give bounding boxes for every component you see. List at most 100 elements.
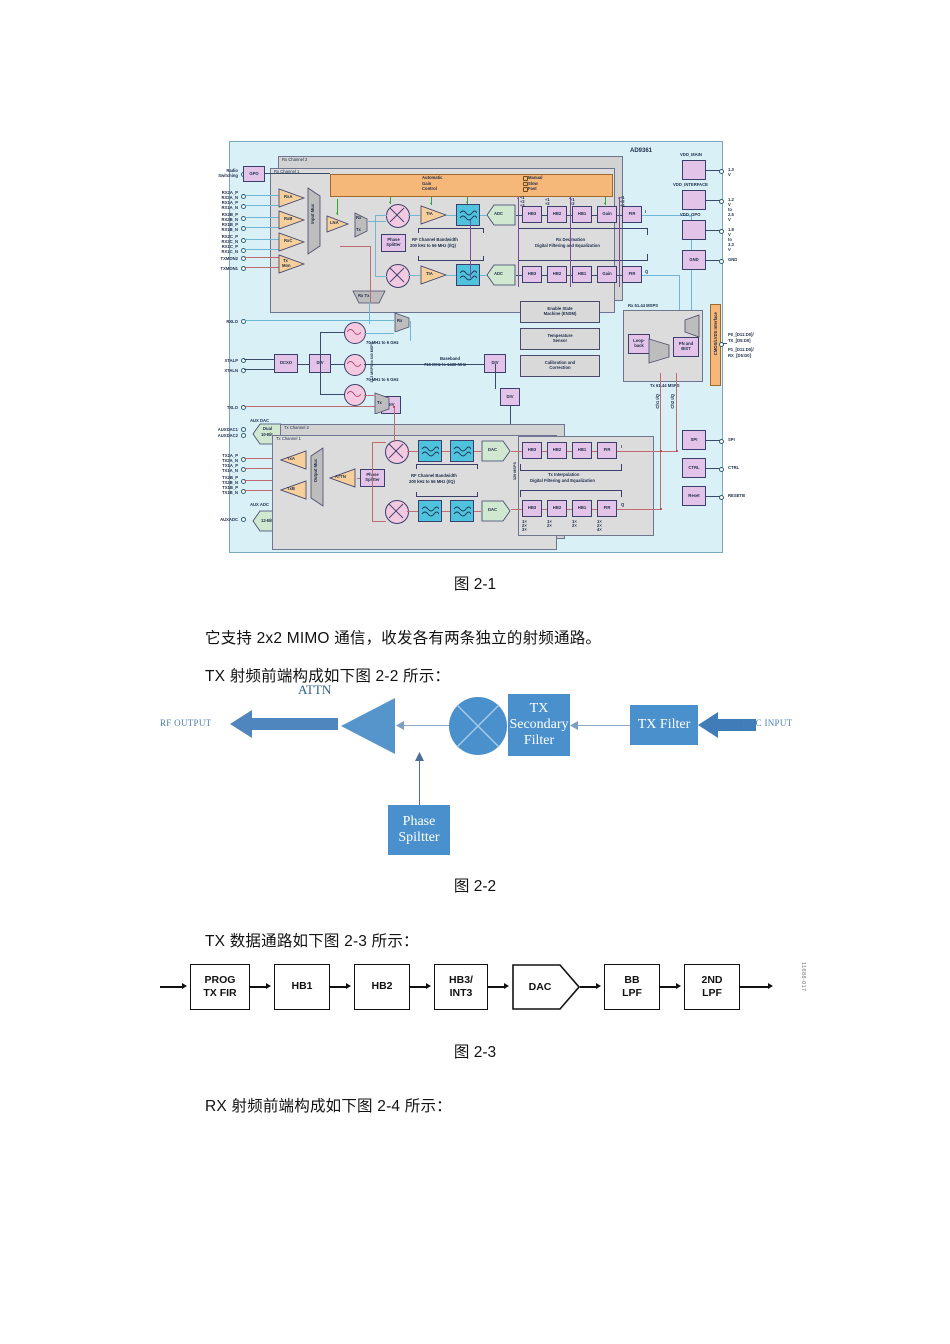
- rx-rf-bandwidth-label-1: RF Channel Bandwidth: [412, 237, 458, 242]
- wire-tx-hb3-hb2-q: [542, 508, 547, 510]
- agc-arrow-lpf-i-line: [467, 197, 468, 204]
- wire-dcxo-div: [298, 363, 309, 365]
- pin-rx2a-n: RX2A_N: [221, 195, 238, 200]
- gpo-block: GPO: [243, 166, 265, 182]
- right-label-resetb: RESETB: [728, 493, 745, 498]
- tx-hb2-ratios: 1×2×: [547, 519, 552, 529]
- arrow-mixer-to-attn-icon: [396, 721, 404, 730]
- vdd-interface-block: [682, 190, 706, 210]
- rx-ctrl-arrow-1-icon: [516, 197, 519, 199]
- pin-xtaln: XTALN: [224, 368, 238, 373]
- wire-tx-lpf1-lpf2-q: [442, 510, 450, 512]
- tx-secondary-filter-line-1: TX: [529, 700, 549, 716]
- rx-tx-mux-upper: [354, 212, 368, 238]
- hb3-int3-line-1: HB3/: [449, 973, 473, 986]
- wire-tx-mix-lpf-q: [407, 510, 418, 512]
- tx-mon-label-2: Mon: [282, 263, 291, 268]
- ensm-block: Enable State Machine (ENSM): [520, 301, 600, 323]
- tx-vco-sine-icon: [347, 391, 361, 397]
- fig23-line-6: [660, 986, 678, 988]
- fig23-arrow-5-icon: [596, 982, 601, 989]
- paragraph-mimo: 它支持 2x2 MIMO 通信，收发各有两条独立的射频通路。: [205, 629, 602, 647]
- tx-hb2-i-block: HB2: [547, 442, 567, 459]
- wire-gnd: [706, 259, 720, 261]
- lna-amplifier-icon: [326, 215, 350, 233]
- tx-lpf2-q-filter-icon: [453, 506, 471, 517]
- agc-arrow-gain-i-icon: [603, 202, 606, 204]
- loopback-label-2: back: [634, 343, 644, 348]
- wire-tx-dac-hb3-i: [511, 450, 522, 452]
- vdd-gpo-block: [682, 220, 706, 240]
- fig23-line-in: [160, 986, 184, 988]
- baseband-label-2: 715 MHz to 1430 MHz: [424, 362, 467, 367]
- wire-tia-lpf-q: [446, 274, 456, 276]
- pin-node-auxadc: [241, 517, 246, 522]
- second-lpf-line-1: 2ND: [701, 973, 723, 986]
- tx-mux-label: Tx: [356, 227, 361, 232]
- vdd-gpo-label: VDD_GPO: [680, 212, 701, 217]
- hb1-block: HB1: [274, 964, 330, 1010]
- tx-lo-mux: [374, 392, 390, 414]
- agc-radio-fast-icon[interactable]: [523, 187, 528, 192]
- aux-adc-label: 12-Bit: [261, 518, 273, 523]
- agc-radio-manual-icon[interactable]: [523, 176, 528, 181]
- attn-label: ATTN: [298, 682, 332, 697]
- pin-node-rx2b: [241, 216, 246, 221]
- rf-output-label: RF OUTPUT: [160, 718, 212, 728]
- ctrl-block: CTRL: [682, 458, 706, 478]
- tx-rf-bandwidth-label-1: RF Channel Bandwidth: [411, 473, 457, 478]
- wire-rx-ps-mix-i: [375, 215, 387, 216]
- agc-to-lna-arrow-icon: [335, 212, 338, 214]
- tx-hb3-ratios: 1×2×3×: [522, 519, 527, 533]
- input-mux-block: [307, 187, 321, 255]
- fig23-line-1: [250, 986, 268, 988]
- tx-fir-q-block: FIR: [597, 500, 617, 517]
- rx-ctrl-arrow-3-icon: [617, 197, 620, 199]
- pin-rxlo: RXLO: [226, 319, 238, 324]
- wire-txlo: [244, 406, 392, 408]
- wire-rxtxmux-down: [369, 302, 370, 324]
- pin-rx1a-n: RX1A_N: [221, 205, 238, 210]
- wire-vdd-gpo: [706, 229, 720, 231]
- pin-node-reset: [719, 494, 724, 500]
- wire-div-rxvco: [320, 332, 344, 333]
- wire-adc-hb3-i: [516, 214, 522, 216]
- junction-dot-tx-i2: [675, 449, 678, 452]
- rx-tx-mux-lower: [352, 290, 386, 304]
- prog-tx-fir-line-1: PROG: [204, 973, 236, 986]
- tx-fir-ratios: 1×2×4×: [597, 519, 602, 533]
- tx-dac-q-label: DAC: [488, 507, 498, 512]
- tx-rf-bandwidth-label-2: 200 kHz to 56 MHz (I/Q): [409, 478, 455, 484]
- rx-hb1-i-block: HB1: [572, 206, 592, 223]
- rx-mixer-i-cross: [389, 207, 405, 223]
- tx-bw-brace-bottom: [416, 492, 478, 497]
- wire-div-vco: [331, 363, 344, 365]
- paragraph-rx-frontend: RX 射频前端构成如下图 2-4 所示：: [205, 1097, 452, 1115]
- pin-rx1b-p: RX1B_P: [221, 222, 238, 227]
- msps-adc-label: 11.2 MSPS to 640 MSPS: [370, 342, 374, 383]
- wire-tx-ps-mix-i: [372, 442, 386, 443]
- dac-input-arrow-icon: [698, 712, 756, 738]
- figure-2-3-caption: 图 2-3: [453, 1044, 497, 1061]
- right-label-1v8-3v3: 1.8 V to 3.3 V: [728, 227, 734, 252]
- spi-block: SPI: [682, 430, 706, 450]
- rx-mixer-q-cross: [389, 267, 405, 283]
- rx-tia-q-label: TIA: [426, 271, 433, 276]
- arrow-phasesplitter-to-mixer-icon: [415, 752, 424, 761]
- agc-label-3: Control: [422, 186, 437, 191]
- wire-hb3-hb2-i: [542, 214, 547, 216]
- txa-amplifier-icon: [280, 450, 307, 470]
- rx-lpf-q-block: [456, 264, 480, 286]
- tx-dac-q-block: [481, 500, 511, 522]
- rx-hb3-q-block: HB3: [522, 266, 542, 283]
- rx-rf-bandwidth-label-2: 200 kHz to 56 MHz (I/Q): [410, 242, 456, 248]
- agc-arrow-mix-i-icon: [388, 201, 391, 203]
- wire-tx-mix-lpf-i: [407, 450, 418, 452]
- wire-mix-tia-q: [408, 274, 420, 276]
- agc-radio-slow-icon[interactable]: [523, 181, 528, 187]
- agc-to-lna-line: [337, 199, 338, 215]
- vdd-main-label: VDD_MAIN: [680, 152, 702, 157]
- pin-rx2a-p: RX2A_P: [221, 190, 238, 195]
- dac-label: DAC: [528, 981, 552, 993]
- lna-label: LNA: [330, 220, 339, 225]
